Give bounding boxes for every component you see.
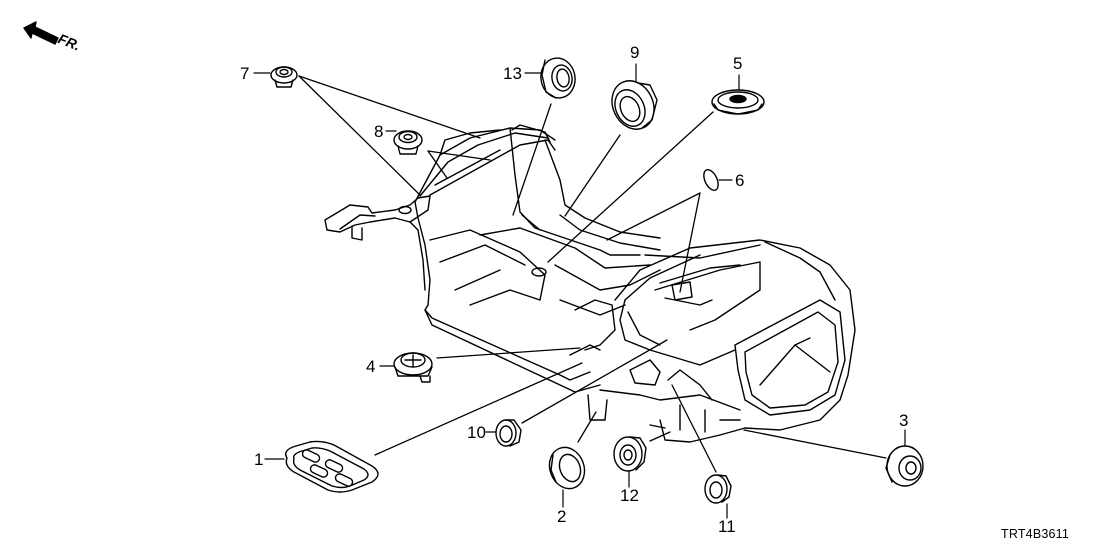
callout-7[interactable]: 7 [240,64,250,83]
callout-6[interactable]: 6 [735,171,745,190]
part-11-grommet[interactable] [705,475,731,503]
part-8-grommet[interactable] [394,131,422,154]
part-4-grommet[interactable] [394,353,432,382]
part-3-grommet[interactable] [886,446,923,486]
callout-2[interactable]: 2 [557,507,567,526]
front-direction-arrow-icon [24,22,58,44]
part-2-grommet[interactable] [544,442,590,493]
part-9-grommet[interactable] [604,74,661,136]
callout-8[interactable]: 8 [374,122,384,141]
leader-lines [299,76,886,472]
part-7-grommet[interactable] [271,67,297,87]
callout-4[interactable]: 4 [366,357,376,376]
part-12-grommet[interactable] [614,437,646,471]
diagram-code: TRT4B3611 [1001,527,1070,541]
part-5-disc-grommet[interactable] [712,90,764,114]
part-1-grommet-plate[interactable] [286,441,378,492]
callout-3[interactable]: 3 [899,411,909,430]
callout-10[interactable]: 10 [467,423,486,442]
callout-12[interactable]: 12 [620,486,639,505]
callout-1[interactable]: 1 [254,450,264,469]
part-6-seal[interactable] [701,167,721,192]
part-10-grommet[interactable] [496,420,521,446]
callout-13[interactable]: 13 [503,64,522,83]
callout-ticks [254,64,905,518]
part-13-grommet[interactable] [538,55,578,100]
callout-9[interactable]: 9 [630,43,640,62]
callout-11[interactable]: 11 [718,517,736,536]
callout-5[interactable]: 5 [733,54,743,73]
floor-panel-body [325,125,855,442]
